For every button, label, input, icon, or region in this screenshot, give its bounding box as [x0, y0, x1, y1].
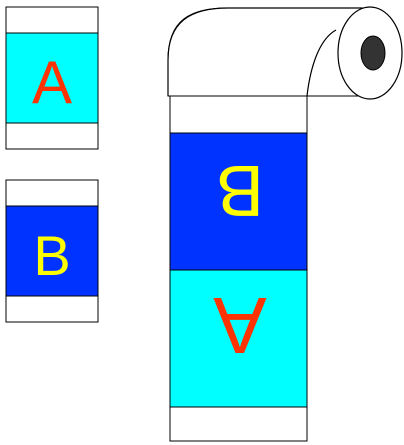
label-roll: B A — [168, 7, 402, 441]
roll-label-b-letter: B — [216, 150, 264, 230]
roll-label-a-letter: A — [213, 281, 267, 370]
label-b-letter: B — [33, 224, 70, 287]
roll-top-paper — [168, 8, 364, 96]
label-b-sheet: B — [6, 180, 98, 322]
roll-core — [361, 36, 385, 70]
label-a-letter: A — [32, 49, 72, 116]
label-a-sheet: A — [6, 7, 98, 149]
